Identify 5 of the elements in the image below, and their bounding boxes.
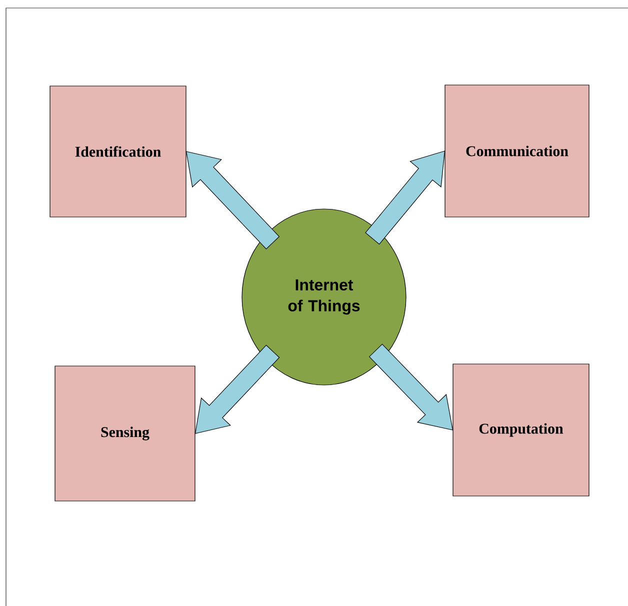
block-arrow (194, 344, 280, 434)
concept-box: Identification (50, 86, 186, 218)
concept-box: Communication (444, 84, 590, 218)
concept-box: Computation (452, 364, 590, 496)
concept-box: Sensing (54, 366, 196, 502)
